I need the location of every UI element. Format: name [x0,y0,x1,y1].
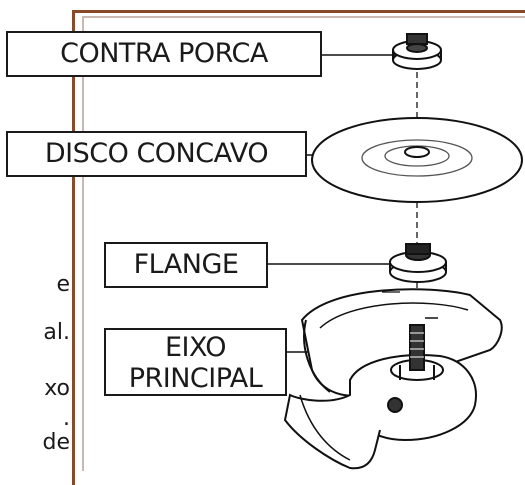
concave-disc-icon [311,117,523,203]
label-disco-concavo: DISCO CONCAVO [6,131,307,177]
side-text-line-5: de [42,430,71,455]
side-text-line-3: xo [44,376,70,401]
diagram-frame [72,10,525,485]
lock-nut-icon [392,33,442,70]
side-text-line-4: . [63,406,70,431]
diagram-inner-border [82,16,525,471]
grinder-body-icon [283,288,503,470]
side-text-line-1: e [56,272,70,297]
label-eixo-principal: EIXO PRINCIPAL [104,328,287,396]
side-text-line-2: al. [43,320,70,345]
label-contra-porca: CONTRA PORCA [6,31,322,77]
label-eixo-principal-line-2: PRINCIPAL [128,363,263,394]
label-flange: FLANGE [104,242,268,288]
flange-icon [389,243,447,283]
label-eixo-principal-line-1: EIXO [164,332,227,363]
